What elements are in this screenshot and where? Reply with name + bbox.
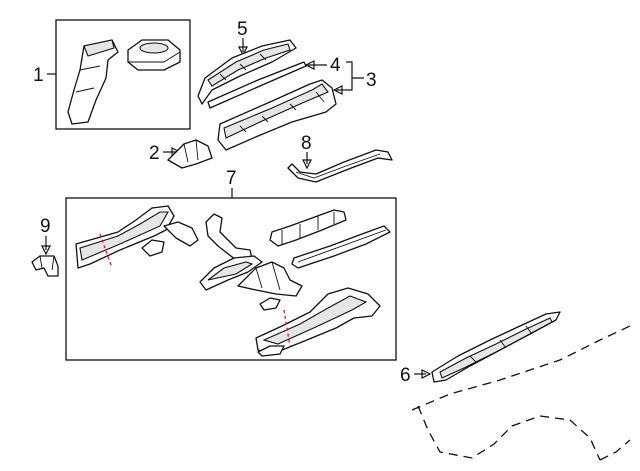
group-7-box bbox=[65, 197, 397, 361]
wheelhouse-panel-ribs bbox=[75, 65, 101, 93]
group-1: 1 bbox=[33, 19, 191, 130]
fender-apron-holes bbox=[469, 325, 533, 363]
fender-outline-bottom bbox=[599, 439, 631, 461]
arrow-4 bbox=[304, 60, 315, 70]
inner-rail-right bbox=[237, 261, 303, 297]
lower-rail-face bbox=[223, 83, 329, 139]
arrow-5 bbox=[238, 46, 248, 57]
callout-4: 4 bbox=[330, 55, 341, 76]
group-2: 2 bbox=[149, 139, 213, 169]
callout-2: 2 bbox=[149, 143, 160, 164]
fender-outline-arch bbox=[417, 405, 601, 461]
callout-1: 1 bbox=[33, 65, 44, 86]
upper-rail-face bbox=[207, 43, 291, 87]
fender-outline-top bbox=[411, 325, 631, 411]
fender-apron-face bbox=[439, 317, 553, 379]
bracket-3 bbox=[346, 61, 364, 91]
group-6: 6 bbox=[400, 311, 631, 461]
curved-sill-edge bbox=[295, 153, 381, 179]
frame-rail-mount bbox=[163, 221, 199, 247]
frame-rail-front-face bbox=[79, 211, 169, 261]
upper-rail-holes bbox=[219, 53, 267, 81]
callout-7: 7 bbox=[226, 168, 237, 189]
cut-line-2 bbox=[283, 309, 291, 347]
rear-rail-face bbox=[262, 295, 368, 345]
wheelhouse-panel bbox=[67, 39, 119, 125]
shock-tower-edge bbox=[128, 51, 181, 63]
group-9: 9 bbox=[31, 216, 59, 277]
cut-line-1 bbox=[99, 233, 113, 269]
small-mount-bracket bbox=[141, 239, 165, 257]
arrow-9 bbox=[41, 245, 51, 256]
bracket-2-folds bbox=[183, 139, 199, 163]
rail-reinforcement bbox=[207, 61, 307, 109]
bracket-9-folds bbox=[39, 255, 55, 271]
lower-rail-assembly-edge bbox=[297, 229, 387, 263]
callout-9: 9 bbox=[40, 216, 51, 237]
arrow-6 bbox=[421, 369, 432, 379]
inner-rail-left-face bbox=[207, 261, 254, 281]
arrow-8 bbox=[302, 159, 312, 170]
bracket-2 bbox=[167, 139, 213, 169]
callout-8: 8 bbox=[301, 133, 312, 154]
small-clip-upper bbox=[259, 297, 281, 311]
group-5: 5 bbox=[197, 19, 297, 105]
lower-rail-holes bbox=[239, 91, 325, 133]
wheelhouse-panel-top bbox=[83, 39, 115, 57]
callout-6: 6 bbox=[400, 365, 411, 386]
shock-tower-hole bbox=[139, 42, 169, 54]
small-clip-lower bbox=[257, 345, 285, 357]
upper-rail-assembly bbox=[269, 209, 347, 247]
inner-rail-right-folds bbox=[255, 261, 281, 291]
callout-3: 3 bbox=[366, 70, 377, 91]
s-bracket bbox=[205, 213, 253, 261]
group-3-4: 4 3 bbox=[207, 55, 377, 151]
upper-rail-assembly-ribs bbox=[281, 212, 335, 244]
arrow-3 bbox=[332, 85, 343, 95]
lower-rail-assembly bbox=[291, 225, 391, 269]
curved-sill bbox=[287, 149, 393, 183]
callout-5: 5 bbox=[237, 19, 248, 40]
group-7: 7 bbox=[65, 168, 397, 361]
group-8: 8 bbox=[287, 133, 393, 183]
bracket-9 bbox=[31, 255, 59, 277]
